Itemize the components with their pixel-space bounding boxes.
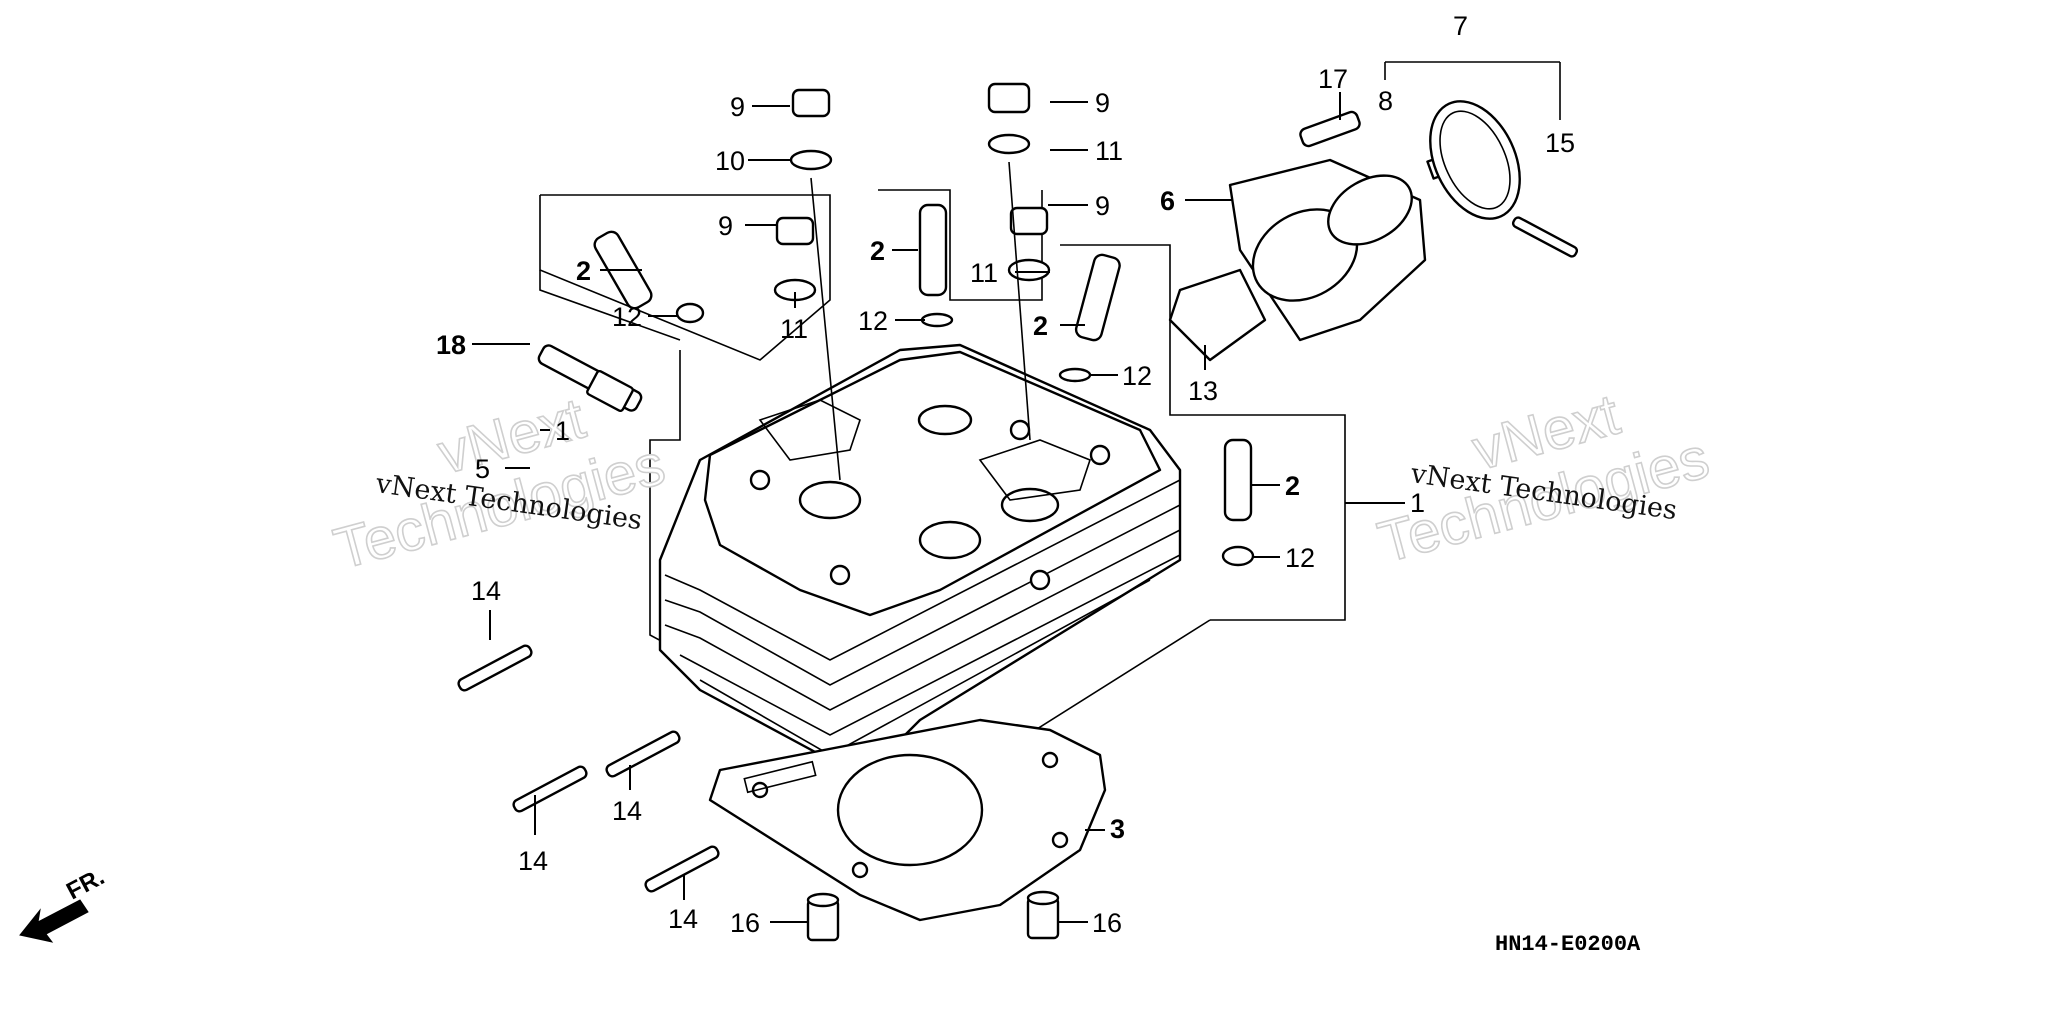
callout-12: 12	[1285, 543, 1315, 573]
callout-1: 1	[555, 416, 570, 446]
callout-5: 5	[475, 454, 490, 484]
callout-17: 17	[1318, 64, 1348, 94]
callout-13: 13	[1188, 376, 1218, 406]
callout-9: 9	[730, 92, 745, 122]
callout-7: 7	[1453, 11, 1468, 41]
callout-10: 10	[715, 146, 745, 176]
intake-insulator	[1168, 110, 1452, 362]
callout-9: 9	[718, 211, 733, 241]
callout-2: 2	[1285, 471, 1300, 501]
callout-6: 6	[1160, 186, 1175, 216]
callout-14: 14	[518, 846, 548, 876]
cylinder-head	[658, 343, 1182, 762]
callout-2: 2	[576, 256, 591, 286]
callout-2: 2	[1033, 311, 1048, 341]
nuts-washers	[773, 82, 1051, 481]
dowel-pins	[806, 890, 1060, 942]
callout-11: 11	[780, 314, 808, 344]
callout-9: 9	[1095, 191, 1110, 221]
callout-8: 8	[1378, 86, 1393, 116]
callout-14: 14	[612, 796, 642, 826]
front-direction-arrow: FR.	[19, 863, 109, 943]
callout-15: 15	[1545, 128, 1575, 158]
callout-3: 3	[1110, 814, 1125, 844]
callout-14: 14	[668, 904, 698, 934]
callout-18: 18	[436, 330, 466, 360]
callout-labels: 9 10 9 11 2 12 18 1 5 9 11 9 11 2 12 2 1…	[436, 11, 1575, 938]
callout-11: 11	[1095, 136, 1123, 166]
callout-12: 12	[1122, 361, 1152, 391]
callout-1: 1	[1410, 488, 1425, 518]
callout-16: 16	[1092, 908, 1122, 938]
spark-plug	[537, 344, 643, 413]
studs	[457, 644, 720, 893]
front-label: FR.	[62, 863, 109, 905]
callout-2: 2	[870, 236, 885, 266]
callout-9: 9	[1095, 88, 1110, 118]
leader-lines	[472, 92, 1405, 923]
callout-11: 11	[970, 258, 998, 288]
front-arrow-icon	[19, 899, 89, 943]
callout-12: 12	[858, 306, 888, 336]
band-clamp	[1429, 100, 1579, 258]
watermark-right: vNext Technologies	[1371, 381, 1716, 576]
callout-14: 14	[471, 576, 501, 606]
callout-12: 12	[612, 302, 642, 332]
head-gasket	[708, 718, 1107, 922]
callout-16: 16	[730, 908, 760, 938]
diagram-code: HN14-E0200A	[1495, 932, 1641, 957]
